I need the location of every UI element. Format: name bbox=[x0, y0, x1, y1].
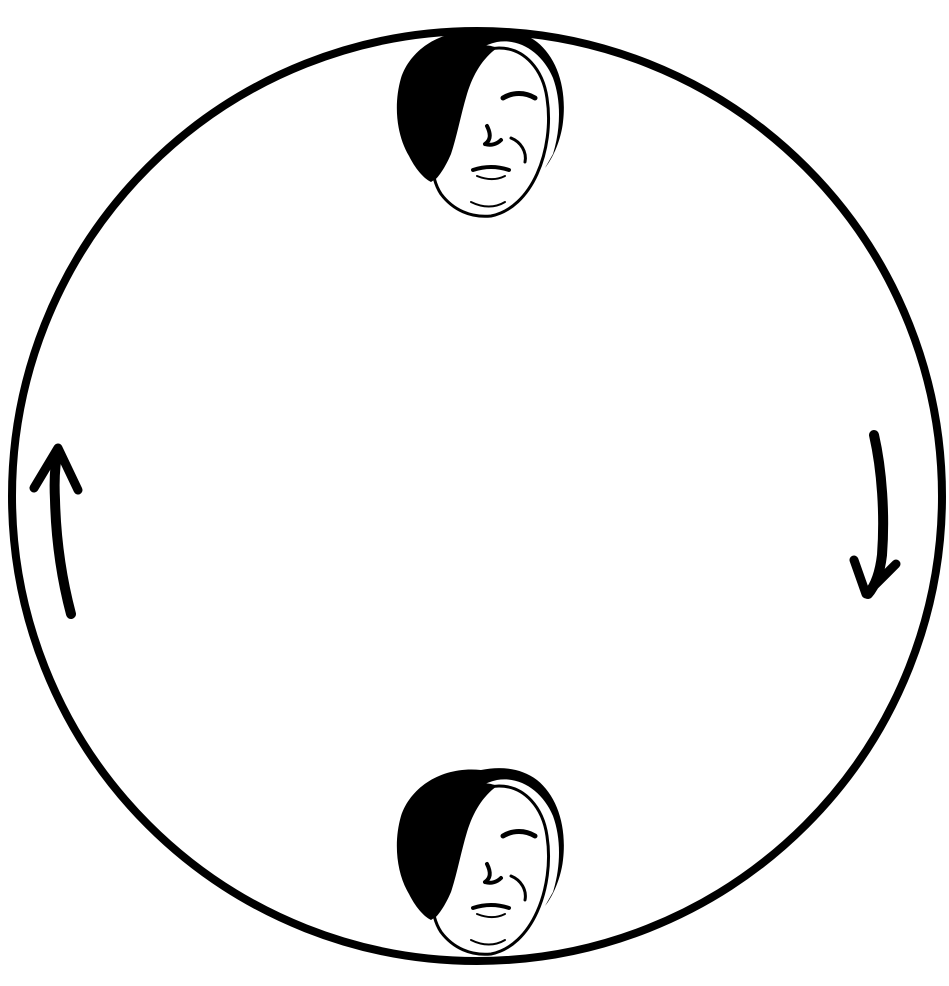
rotation-diagram bbox=[0, 0, 949, 986]
diagram-canvas bbox=[0, 0, 949, 986]
